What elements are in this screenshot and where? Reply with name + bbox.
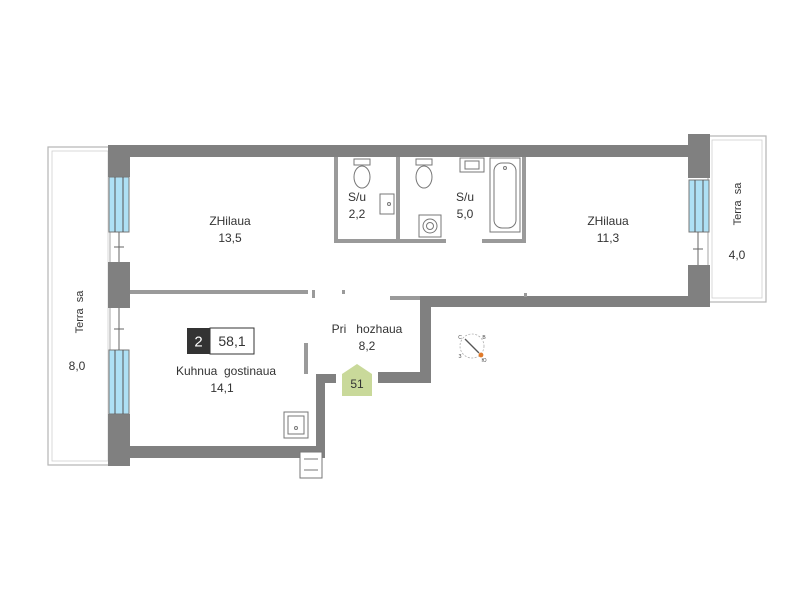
room-bath[interactable]: S/u 5,0 [456,190,474,221]
room-bedroom-left[interactable]: ZHilaua 13,5 [209,214,251,245]
wc-left-partition [334,157,338,243]
stove-icon [299,451,323,479]
rooms-count: 2 [194,334,202,351]
room-name: Kuhnua gostinaua [176,364,276,378]
compass-letter: С [458,335,462,341]
hall-bottom-left-wall [316,374,336,383]
total-area: 58,1 [218,333,245,349]
walls [108,134,710,466]
room-wc-small[interactable]: S/u 2,2 [348,190,366,221]
left-wall-mid [108,262,130,308]
bedroom-kitchen-partition [130,290,308,294]
rooms-count-box [187,328,210,354]
room-name: Pri hozhaua [332,322,403,336]
sink-icon [379,193,395,215]
window-left-top [108,176,130,233]
interior-walls [130,157,527,374]
room-area: 14,1 [210,381,234,395]
room-area: 2,2 [349,207,366,221]
entrance-marker[interactable]: 51 [342,364,372,396]
room-bedroom-right[interactable]: ZHilaua 11,3 [587,214,629,245]
room-area: 13,5 [218,231,242,245]
terrace-left-labels: Terra sa 8,0 [69,290,86,373]
window-right [688,179,710,233]
toilet-icon [415,158,433,189]
kitchen-right-partition [304,343,308,374]
left-wall-bottom [108,414,130,466]
apartment-badge: 2 58,1 [187,327,255,355]
top-wall [108,145,710,157]
balcony-doors [114,232,703,350]
wc-bottom-partition [338,239,398,243]
room-area: 5,0 [457,207,474,221]
right-bedroom-door-jamb [524,293,527,297]
kitchen-sink-icon [283,411,309,439]
room-name: S/u [348,190,366,204]
wc-bath-partition [396,157,400,243]
left-wall-top [108,145,130,177]
mid-right-wall [420,296,710,307]
room-name: ZHilaua [587,214,629,228]
compass-letter: Ю [481,358,486,364]
bath-bottom-partition-right [482,239,526,243]
terrace-area: 4,0 [729,248,746,262]
compass-letter: В [482,335,486,341]
total-area-box [209,327,255,355]
room-area: 8,2 [359,339,376,353]
hall-top-partition [390,296,420,300]
hall-bottom-right-wall [378,372,431,383]
compass-letter: З [458,354,461,360]
terrace-name: Terra sa [732,182,744,226]
sink-icon [459,157,485,173]
compass-icon: С В З Ю [458,333,487,364]
terrace-right-labels: Terra sa 4,0 [729,182,746,262]
right-wall-upper [688,134,710,178]
room-name: S/u [456,190,474,204]
hall-right-wall [420,296,431,382]
windows [108,176,710,415]
terrace-name: Terra sa [74,290,86,334]
bathtub-icon [489,157,521,233]
toilet-icon [353,158,371,189]
room-hall[interactable]: Pri hozhaua 8,2 [332,322,403,353]
room-name: ZHilaua [209,214,251,228]
bottom-wall [108,446,323,458]
washing-machine-icon [418,214,442,238]
room-kitchen[interactable]: Kuhnua gostinaua 14,1 [176,364,276,395]
bath-bottom-partition-left [400,239,446,243]
kitchen-right-wall [316,374,325,458]
window-left-bottom [108,349,130,415]
room-area: 11,3 [597,231,620,245]
kitchen-door-jamb [312,290,315,298]
entrance-number: 51 [350,377,364,391]
terrace-area: 8,0 [69,359,86,373]
bath-right-partition [522,157,526,243]
hall-door-jamb [342,290,345,294]
